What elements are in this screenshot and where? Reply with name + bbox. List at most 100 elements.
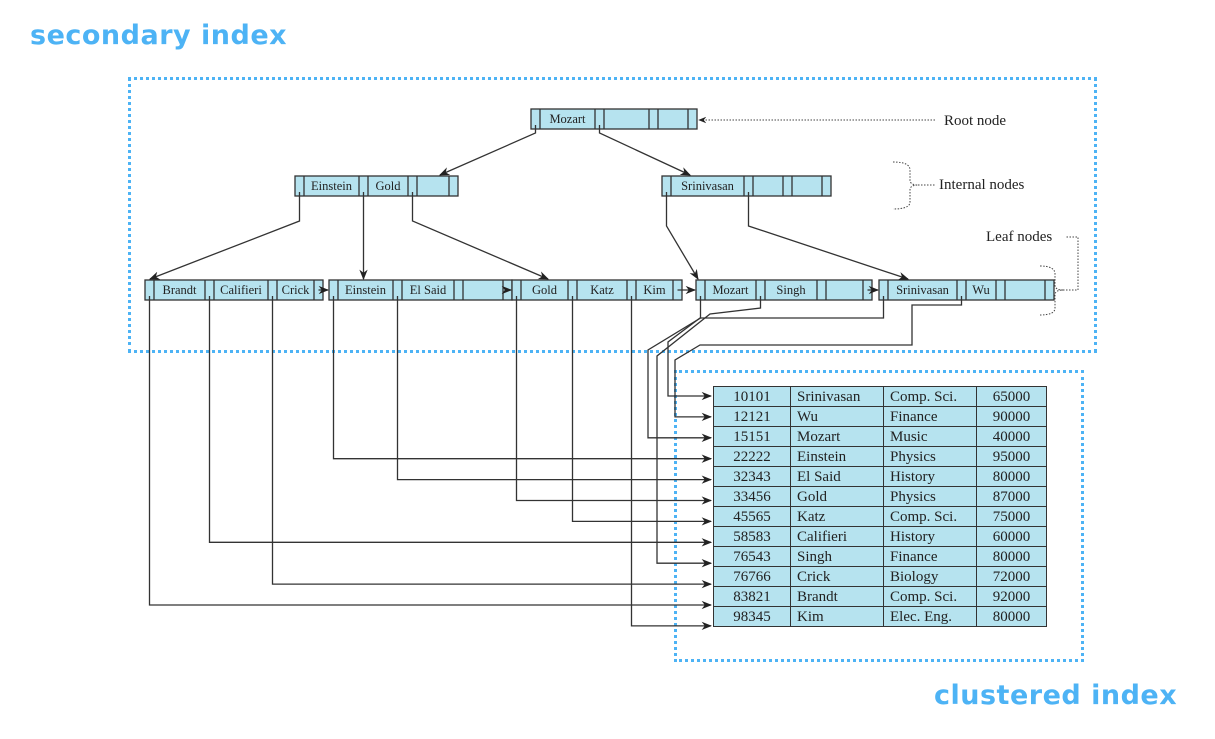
node-key: Wu — [972, 283, 990, 297]
record-dept: Comp. Sci. — [883, 386, 977, 407]
record-name: Califieri — [790, 526, 884, 547]
internal-node: Srinivasan — [661, 175, 832, 197]
record-dept: Finance — [883, 546, 977, 567]
pointer-edge — [439, 125, 537, 176]
pointer-edge — [208, 296, 713, 547]
pointer-edge — [332, 296, 713, 463]
root-node: Mozart — [530, 108, 698, 130]
pointer-edge — [515, 296, 713, 505]
record-salary: 75000 — [976, 506, 1047, 527]
record-name: Einstein — [790, 446, 884, 467]
record-id: 33456 — [713, 486, 791, 507]
record-id: 58583 — [713, 526, 791, 547]
record-name: Brandt — [790, 586, 884, 607]
node-key: Katz — [590, 283, 614, 297]
record-dept: Comp. Sci. — [883, 586, 977, 607]
secondary-index-region — [128, 77, 1097, 353]
record-id: 22222 — [713, 446, 791, 467]
node-key: El Said — [410, 283, 447, 297]
pointer-edge — [656, 296, 762, 568]
record-dept: Biology — [883, 566, 977, 587]
pointer-edge — [411, 192, 549, 280]
record-salary: 65000 — [976, 386, 1047, 407]
record-name: Kim — [790, 606, 884, 627]
pointer-edge — [630, 296, 713, 631]
node-key: Einstein — [345, 283, 387, 297]
record-dept: History — [883, 526, 977, 547]
node-key: Gold — [532, 283, 558, 297]
pointer-edge — [571, 296, 713, 526]
clustered-index-region — [674, 370, 1084, 662]
pointer-edge — [148, 296, 713, 610]
record-id: 45565 — [713, 506, 791, 527]
record-dept: Physics — [883, 486, 977, 507]
record-salary: 87000 — [976, 486, 1047, 507]
record-name: Wu — [790, 406, 884, 427]
record-salary: 95000 — [976, 446, 1047, 467]
node-key: Brandt — [162, 283, 197, 297]
leaf-node: Gold Katz Kim — [511, 279, 683, 301]
pointer-edge — [271, 296, 713, 589]
pointer-edge — [396, 296, 713, 484]
leaf-nodes-label: Leaf nodes — [986, 229, 1052, 245]
node-key: Srinivasan — [681, 179, 735, 193]
record-name: El Said — [790, 466, 884, 487]
leaf-node: Mozart Singh — [695, 279, 873, 301]
node-key: Mozart — [712, 283, 749, 297]
record-salary: 92000 — [976, 586, 1047, 607]
record-salary: 80000 — [976, 546, 1047, 567]
record-name: Singh — [790, 546, 884, 567]
record-dept: Comp. Sci. — [883, 506, 977, 527]
leaf-brace — [1039, 236, 1079, 316]
record-id: 98345 — [713, 606, 791, 627]
record-name: Srinivasan — [790, 386, 884, 407]
record-id: 15151 — [713, 426, 791, 447]
record-dept: Finance — [883, 406, 977, 427]
record-salary: 60000 — [976, 526, 1047, 547]
record-id: 12121 — [713, 406, 791, 427]
record-salary: 90000 — [976, 406, 1047, 427]
record-name: Gold — [790, 486, 884, 507]
node-key: Gold — [376, 179, 402, 193]
record-id: 76766 — [713, 566, 791, 587]
pointer-edge — [149, 192, 301, 280]
record-id: 83821 — [713, 586, 791, 607]
internal-nodes-label: Internal nodes — [939, 177, 1025, 193]
node-key: Kim — [643, 283, 666, 297]
record-id: 32343 — [713, 466, 791, 487]
node-key: Crick — [282, 283, 311, 297]
record-id: 76543 — [713, 546, 791, 567]
secondary-index-caption: secondary index — [30, 20, 288, 51]
clustered-index-caption: clustered index — [934, 680, 1178, 711]
root-node-label: Root node — [944, 113, 1006, 129]
record-salary: 80000 — [976, 466, 1047, 487]
record-dept: Music — [883, 426, 977, 447]
pointer-edge — [598, 125, 691, 176]
leaf-node: Einstein El Said — [328, 279, 513, 301]
pointer-edge — [674, 296, 963, 422]
record-dept: Physics — [883, 446, 977, 467]
record-salary: 80000 — [976, 606, 1047, 627]
node-key: Srinivasan — [896, 283, 950, 297]
record-name: Katz — [790, 506, 884, 527]
node-key: Califieri — [220, 283, 262, 297]
pointer-edge — [747, 192, 909, 280]
node-key: Singh — [776, 283, 806, 297]
record-id: 10101 — [713, 386, 791, 407]
record-dept: Elec. Eng. — [883, 606, 977, 627]
record-dept: History — [883, 466, 977, 487]
